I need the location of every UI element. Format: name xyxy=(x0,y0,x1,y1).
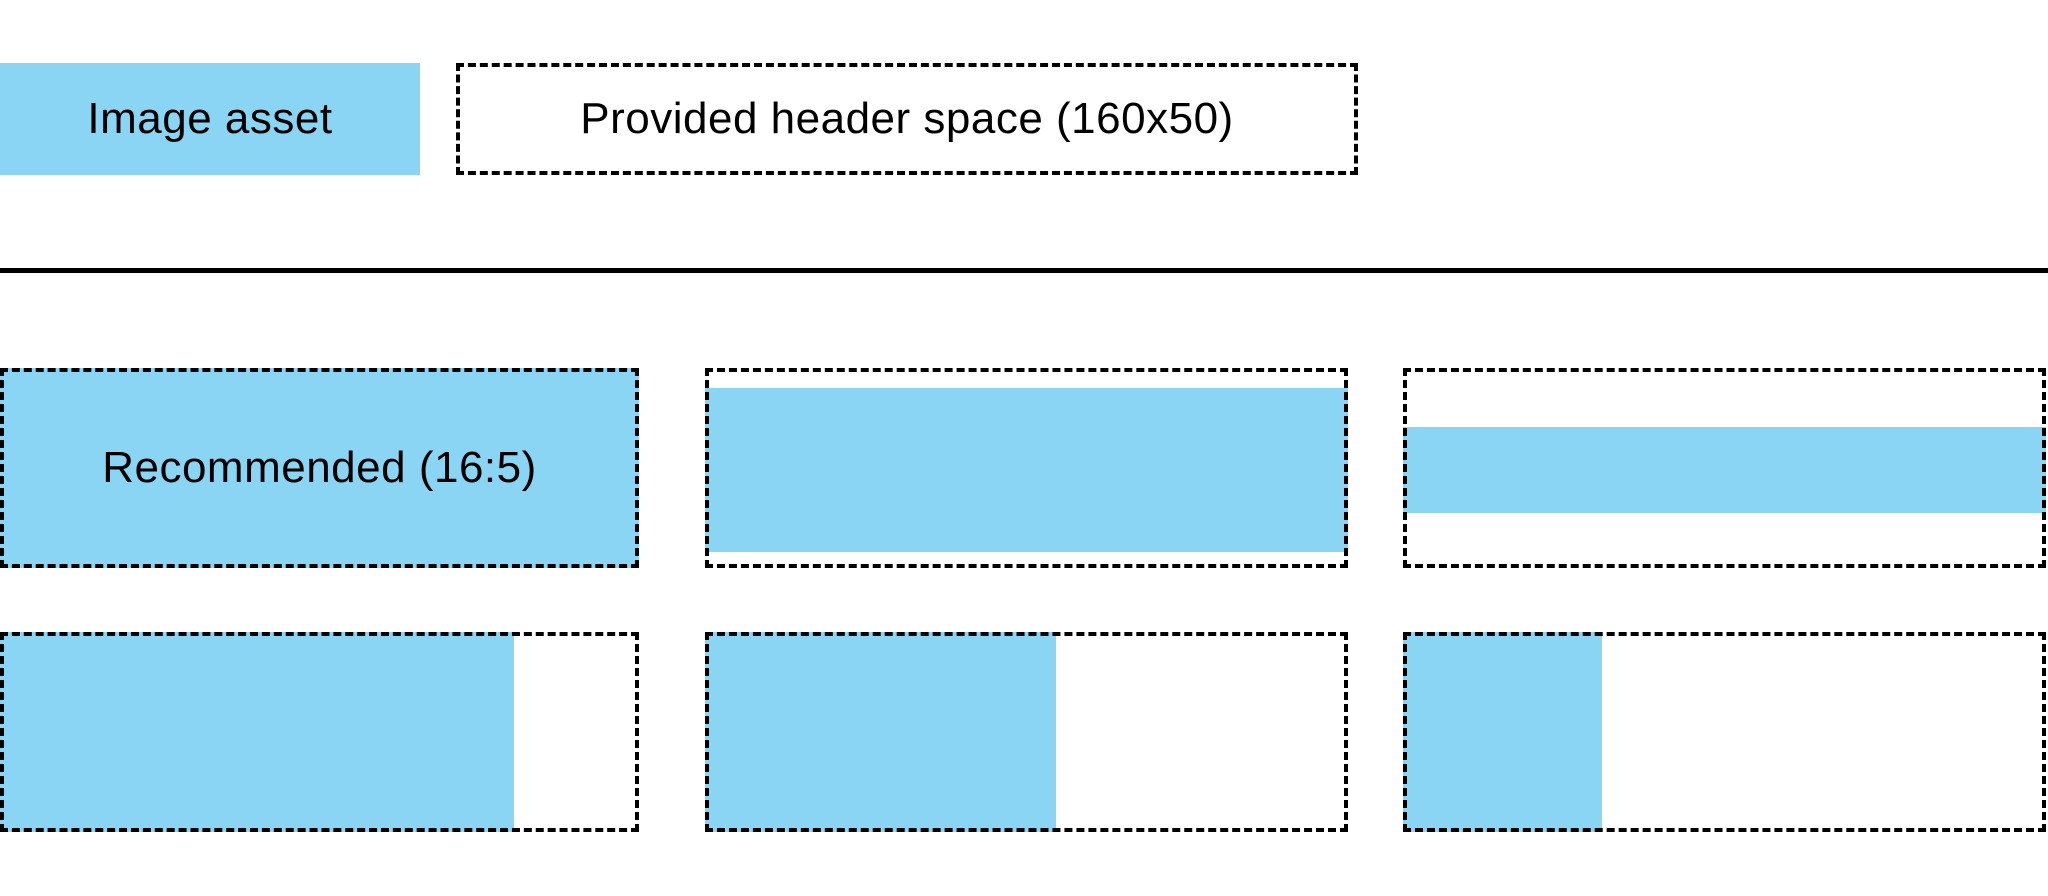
example-box-recommended: Recommended (16:5) xyxy=(0,368,639,568)
image-asset-fill xyxy=(1403,632,1603,832)
example-box-wide-pillarbox xyxy=(0,632,639,832)
example-box-thin-letterbox xyxy=(1403,368,2046,568)
image-asset-legend-label: Image asset xyxy=(87,94,333,143)
image-asset-legend-swatch: Image asset xyxy=(0,63,420,175)
image-asset-fill xyxy=(1403,427,2046,513)
recommended-label: Recommended (16:5) xyxy=(102,443,537,492)
section-divider xyxy=(0,268,2048,273)
example-box-medium-pillarbox xyxy=(705,632,1348,832)
image-asset-fill xyxy=(705,388,1348,552)
header-space-legend-box: Provided header space (160x50) xyxy=(456,63,1358,175)
example-box-narrow-pillarbox xyxy=(1403,632,2046,832)
header-space-legend-label: Provided header space (160x50) xyxy=(580,94,1234,143)
image-asset-fill xyxy=(0,368,639,568)
example-box-slight-letterbox xyxy=(705,368,1348,568)
image-asset-fill xyxy=(0,632,515,832)
image-asset-fill xyxy=(705,632,1057,832)
